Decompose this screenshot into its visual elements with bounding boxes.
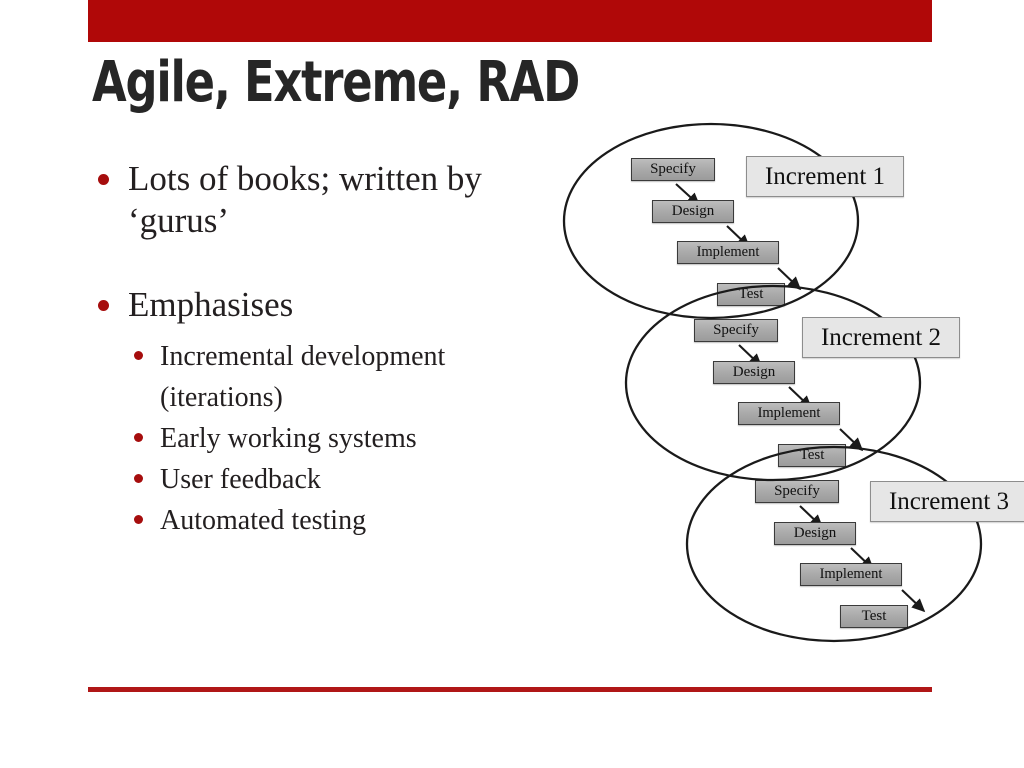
bullet-dot-icon	[134, 515, 143, 524]
list-item: User feedback	[128, 459, 562, 500]
increment-1-label: Increment 1	[746, 156, 904, 197]
list-item-text: Incremental development (iterations)	[160, 341, 446, 413]
stage-box-implement: Implement	[800, 563, 902, 586]
stage-box-specify: Specify	[631, 158, 715, 181]
bullet-dot-icon	[134, 433, 143, 442]
stage-box-test: Test	[717, 283, 785, 306]
list-item-text: Early working systems	[160, 423, 417, 454]
stage-box-test: Test	[840, 605, 908, 628]
bullet-dot-icon	[134, 474, 143, 483]
list-item: Early working systems	[128, 418, 562, 459]
stage-box-specify: Specify	[755, 480, 839, 503]
list-item-text: Automated testing	[160, 505, 367, 536]
bottom-red-rule	[88, 687, 932, 692]
stage-box-specify: Specify	[694, 319, 778, 342]
top-red-banner	[88, 0, 932, 42]
body-content: Lots of books; written by ‘gurus’ Emphas…	[92, 158, 562, 541]
incremental-development-diagram: Specify Design Implement Test Specify De…	[550, 110, 1024, 670]
list-item: Incremental development (iterations)	[128, 336, 562, 418]
list-item: Automated testing	[128, 500, 562, 541]
bullet-dot-icon	[98, 174, 109, 185]
stage-box-test: Test	[778, 444, 846, 467]
increment-2-label: Increment 2	[802, 317, 960, 358]
stage-box-design: Design	[713, 361, 795, 384]
bullet-dot-icon	[134, 351, 143, 360]
spacer	[92, 242, 562, 284]
stage-box-implement: Implement	[738, 402, 840, 425]
stage-box-design: Design	[774, 522, 856, 545]
bullet-text: Emphasises	[128, 285, 294, 324]
sub-bullet-list: Incremental development (iterations) Ear…	[92, 336, 562, 541]
stage-box-design: Design	[652, 200, 734, 223]
bullet-item: Emphasises	[92, 284, 562, 326]
page-title: Agile, Extreme, RAD	[92, 50, 580, 115]
list-item-text: User feedback	[160, 464, 321, 495]
bullet-dot-icon	[98, 300, 109, 311]
stage-box-implement: Implement	[677, 241, 779, 264]
bullet-item: Lots of books; written by ‘gurus’	[92, 158, 562, 242]
bullet-text: Lots of books; written by ‘gurus’	[128, 159, 482, 240]
increment-3-label: Increment 3	[870, 481, 1024, 522]
